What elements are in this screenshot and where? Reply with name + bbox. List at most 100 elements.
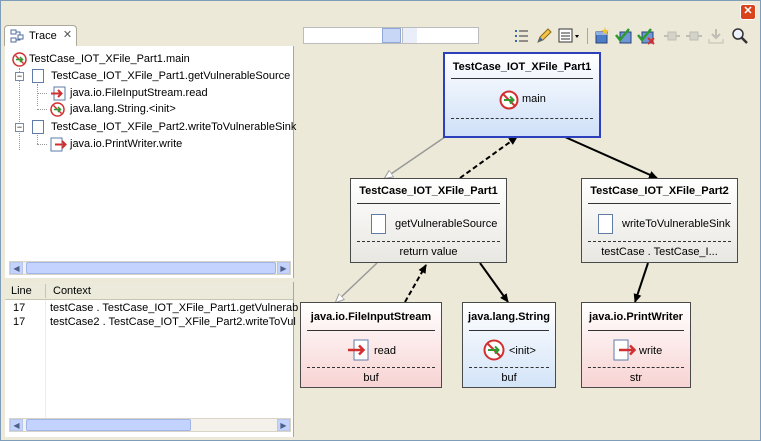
edge-main-to-source [385,136,446,178]
scroll-right-icon[interactable]: ▶ [277,262,290,274]
tree-item-label: java.lang.String.<init> [70,103,176,115]
view-scroll-thumb[interactable] [382,28,401,43]
node-fileinputstream[interactable]: java.io.FileInputStream read buf [300,302,442,388]
cell-line: 17 [13,316,26,328]
node-divider [451,118,593,119]
page-icon [371,214,386,234]
view-scroll-thumb-end [402,28,417,43]
node-title: java.lang.String [468,311,550,323]
view-scroll-indicator[interactable] [303,27,479,44]
node-method-label: getVulnerableSource [395,218,498,230]
scroll-right-icon[interactable]: ▶ [277,419,290,431]
entry-point-icon [483,339,505,361]
page-icon [32,120,44,134]
node-method-label: read [374,345,397,357]
node-footer: str [629,372,643,384]
tree-item-label: java.io.PrintWriter.write [70,138,183,150]
tree-guide-line [37,84,38,106]
list-icon[interactable] [513,27,531,45]
check-all-icon[interactable] [615,27,633,45]
tab-trace[interactable]: Trace ✕ [4,25,77,46]
sink-arrow-icon [613,339,637,361]
node-method[interactable]: writeToVulnerableSink [582,213,737,235]
search-icon[interactable] [731,27,749,45]
tab-trace-label: Trace [29,30,57,42]
node-title: TestCase_IOT_XFile_Part1 [452,61,592,73]
node-divider [307,367,435,368]
cell-line: 17 [13,302,26,314]
node-footer: return value [399,246,458,258]
column-separator[interactable] [45,284,46,298]
tree-item-label: TestCase_IOT_XFile_Part2.writeToVulnerab… [51,121,297,133]
edge-source-return [459,136,518,179]
tree-item-fileinputstream-read[interactable]: java.io.FileInputStream.read [50,86,290,102]
source-arrow-icon [51,86,66,101]
node-method[interactable]: <init> [463,339,555,361]
tree-item-printwriter-write[interactable]: java.io.PrintWriter.write [50,137,290,153]
window-close-button[interactable]: ✕ [740,4,756,20]
edge-source-to-fis [336,262,378,302]
view-menu-icon[interactable] [557,27,581,45]
tree-collapse-toggle[interactable]: − [15,122,24,132]
sink-arrow-icon [50,137,67,152]
column-header-line[interactable]: Line [11,285,32,297]
edge-source-to-string [479,262,509,303]
node-method[interactable]: main [445,90,599,110]
table-row[interactable]: 17 testCase . TestCase_IOT_XFile_Part1.g… [5,302,298,316]
node-string[interactable]: java.lang.String <init> buf [462,302,556,388]
tree-horizontal-scrollbar[interactable]: ◀ ▶ [9,261,291,275]
edge-main-to-sink [564,136,658,179]
node-title-rule [357,203,500,204]
node-divider [357,241,500,242]
tree-scroll-thumb[interactable] [26,262,276,274]
entry-point-icon [12,52,27,67]
node-main[interactable]: TestCase_IOT_XFile_Part1 main [443,52,601,138]
download-icon[interactable] [707,27,725,45]
tree-item-string-init[interactable]: java.lang.String.<init> [50,102,290,118]
node-writetovulnerablesink[interactable]: TestCase_IOT_XFile_Part2 writeToVulnerab… [581,178,738,263]
package-add-icon[interactable] [593,27,611,45]
node-title: java.io.FileInputStream [310,311,432,323]
node-divider [588,367,684,368]
tree-item-label: java.io.FileInputStream.read [70,87,208,99]
check-clear-icon[interactable] [637,27,655,45]
panel-splitter[interactable] [5,278,294,282]
node-method[interactable]: getVulnerableSource [351,213,506,235]
node-method[interactable]: write [582,339,690,361]
window-top-bar [1,1,760,24]
trace-view-icon [10,29,24,43]
node-title-rule [451,78,593,79]
scroll-left-icon[interactable]: ◀ [10,419,23,431]
table-row[interactable]: 17 testCase2 . TestCase_IOT_XFile_Part2.… [5,316,296,330]
tree-item-label: TestCase_IOT_XFile_Part1.main [29,53,190,65]
trace-toolbar [493,25,755,45]
nav-back-icon[interactable] [663,27,681,45]
node-getvulnerablesource[interactable]: TestCase_IOT_XFile_Part1 getVulnerableSo… [350,178,507,263]
tree-guide-line [37,93,47,94]
node-method-label: main [522,93,546,105]
page-icon [32,69,44,83]
column-header-context[interactable]: Context [53,285,91,297]
tree-item-getvulnerablesource[interactable]: TestCase_IOT_XFile_Part1.getVulnerableSo… [32,69,292,85]
pencil-icon[interactable] [535,27,553,45]
cell-context: testCase . TestCase_IOT_XFile_Part1.getV… [50,302,299,314]
tree-guide-line [37,135,38,144]
column-divider [45,300,46,419]
scroll-left-icon[interactable]: ◀ [10,262,23,274]
nav-forward-icon[interactable] [685,27,703,45]
diagram-edges [295,136,658,436]
tab-close-icon[interactable]: ✕ [62,29,73,41]
tree-collapse-toggle[interactable]: − [15,71,24,81]
node-printwriter[interactable]: java.io.PrintWriter write str [581,302,691,388]
tree-item-writetovulnerablesink[interactable]: TestCase_IOT_XFile_Part2.writeToVulnerab… [32,120,296,136]
tree-item-root[interactable]: TestCase_IOT_XFile_Part1.main [12,52,292,68]
node-method-label: <init> [509,345,536,357]
entry-point-icon [50,102,65,117]
node-title-rule [469,330,549,331]
table-horizontal-scrollbar[interactable]: ◀ ▶ [9,418,291,432]
node-method[interactable]: read [301,339,441,361]
node-title: java.io.PrintWriter [589,311,683,323]
tree-item-label: TestCase_IOT_XFile_Part1.getVulnerableSo… [51,70,291,82]
table-scroll-thumb[interactable] [26,419,191,431]
